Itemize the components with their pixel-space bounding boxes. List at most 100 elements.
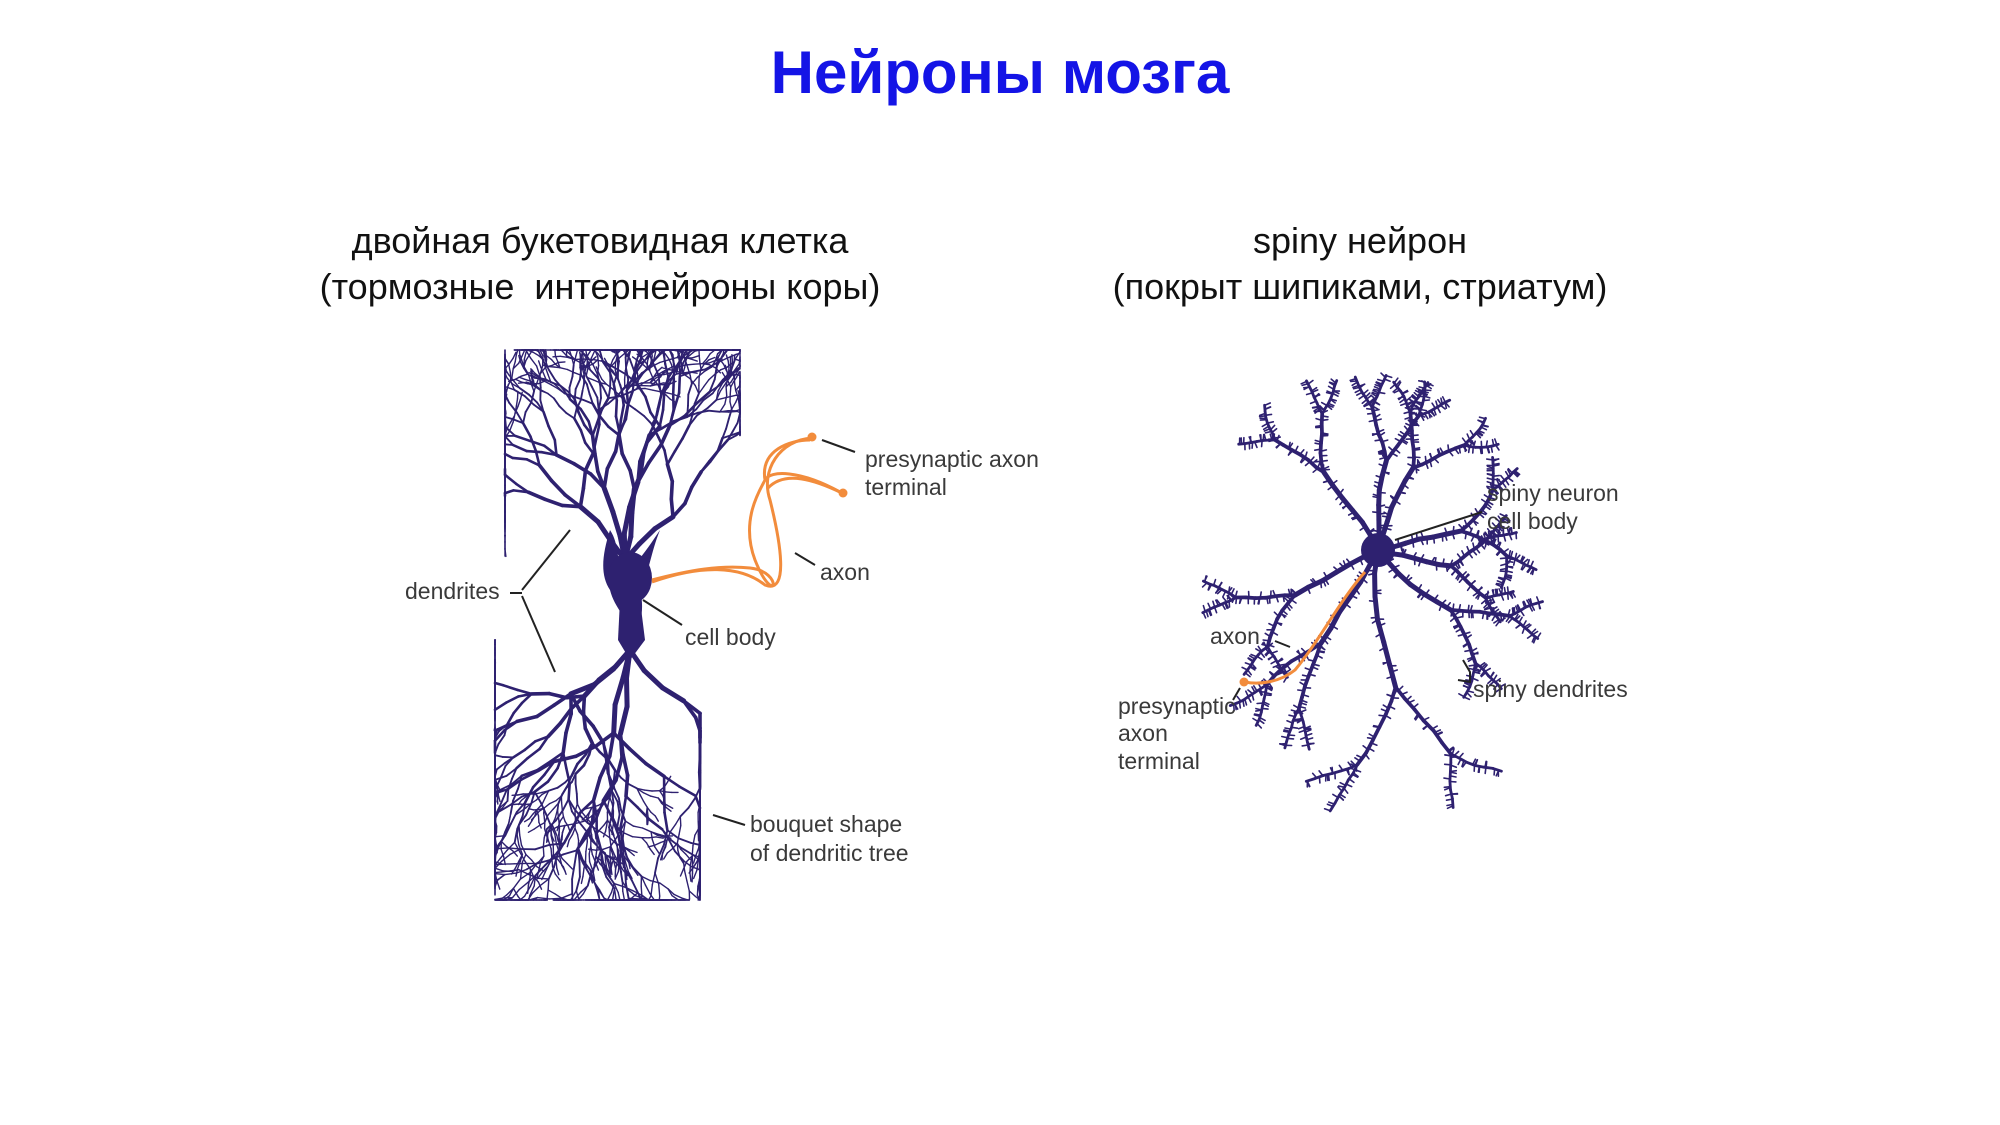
lower-dendrite-branch xyxy=(686,880,690,892)
dendritic-spine xyxy=(1469,527,1473,535)
dendritic-spine xyxy=(1515,605,1519,613)
lower-dendrite-branch xyxy=(494,871,503,874)
dendritic-spine xyxy=(1263,402,1271,407)
upper-dendrite-branch xyxy=(554,349,557,358)
lower-dendrite-branch xyxy=(550,829,553,837)
lower-dendrite-branch xyxy=(692,869,698,880)
upper-dendrite-branch xyxy=(671,377,676,396)
dendritic-spine xyxy=(1498,484,1504,491)
lower-dendrite-branch xyxy=(605,876,616,890)
lower-dendrite-branch xyxy=(560,802,563,811)
dendritic-spine xyxy=(1447,746,1455,753)
upper-dendrite-branch xyxy=(585,383,591,396)
lower-dendrite-branch xyxy=(556,781,567,789)
lower-dendrite-branch xyxy=(500,788,508,804)
dendritic-spine xyxy=(1328,381,1336,387)
dendritic-spine xyxy=(1491,438,1495,447)
upper-dendrite-branch xyxy=(691,354,701,359)
lower-dendrite-branch xyxy=(504,872,517,876)
lower-dendrite-branch xyxy=(630,879,639,894)
dendritic-spine xyxy=(1484,667,1491,673)
upper-dendrite-branch xyxy=(568,397,582,411)
upper-dendrite-branch xyxy=(661,349,667,365)
upper-dendrite-branch xyxy=(526,373,536,379)
dendritic-spine xyxy=(1406,401,1414,407)
upper-dendrite-branch xyxy=(525,381,533,385)
left-caption: двойная букетовидная клетка (тормозные и… xyxy=(240,218,960,310)
upper-dendrite-branch xyxy=(646,351,653,359)
upper-dendrite-branch xyxy=(544,366,549,376)
upper-dendrite-branch xyxy=(652,377,660,387)
lower-dendrite-branch xyxy=(525,853,533,861)
upper-dendrite-branch xyxy=(523,395,535,406)
upper-dendrite-branch xyxy=(664,352,670,360)
lower-dendrite-branch xyxy=(574,827,579,835)
lower-dendrite-branch xyxy=(695,847,700,857)
upper-dendrite-branch xyxy=(662,375,670,395)
dendritic-spine xyxy=(1259,434,1262,442)
upper-dendrite-branch xyxy=(573,417,583,432)
lower-dendrite-branch xyxy=(496,793,500,803)
upper-dendrite-branch xyxy=(700,363,706,370)
dendritic-spine xyxy=(1325,391,1334,395)
upper-dendrite-branch xyxy=(609,371,615,386)
dendritic-spine xyxy=(1493,488,1499,495)
lower-dendrite-branch xyxy=(519,834,523,846)
lower-dendrite-branch xyxy=(620,853,626,869)
lower-dendrite-branch xyxy=(516,814,524,830)
dendritic-spine xyxy=(1264,413,1273,417)
lower-dendrite-branch xyxy=(607,861,611,871)
lower-dendrite-branch xyxy=(535,793,543,801)
lower-dendrite-branch xyxy=(527,892,534,901)
dendritic-spine xyxy=(1451,531,1455,540)
lower-dendrite-branch xyxy=(596,828,602,835)
lower-dendrite-branch xyxy=(658,786,666,792)
lower-dendrite-branch xyxy=(653,841,662,846)
lower-dendrite-branch xyxy=(553,829,558,837)
leader-dendrites-lower xyxy=(521,595,556,673)
dendritic-spine xyxy=(1466,691,1472,698)
upper-dendrite-branch xyxy=(624,401,637,411)
lower-dendrite-branch xyxy=(611,829,615,837)
lower-dendrite-branch xyxy=(624,675,630,709)
dendritic-spine xyxy=(1374,383,1382,388)
dendritic-spine xyxy=(1311,405,1320,409)
lower-dendrite-branch xyxy=(550,834,554,846)
dendritic-spine xyxy=(1466,584,1472,592)
upper-dendrite-branch xyxy=(565,412,576,420)
dendritic-spine xyxy=(1500,562,1508,567)
dendritic-spine xyxy=(1368,419,1376,423)
upper-dendrite-branch xyxy=(689,470,703,489)
lower-dendrite-branch xyxy=(531,815,536,822)
lower-dendrite-branch xyxy=(556,810,560,821)
upper-dendrite-branch xyxy=(504,368,510,376)
dendritic-spine xyxy=(1455,627,1463,633)
lower-dendrite-branch xyxy=(562,815,566,823)
upper-dendrite-branch xyxy=(542,372,547,380)
lower-dendrite-branch xyxy=(506,788,510,802)
lower-dendrite-branch xyxy=(526,747,541,760)
dendritic-spine xyxy=(1399,543,1404,552)
dendritic-spine xyxy=(1505,556,1514,561)
dendritic-spine xyxy=(1466,690,1475,694)
lower-dendrite-branch xyxy=(541,790,550,794)
upper-dendrite-branch xyxy=(547,392,555,399)
lower-dendrite-branch xyxy=(591,804,600,809)
upper-dendrite-branch xyxy=(504,386,515,391)
upper-dendrite-branch xyxy=(725,381,732,388)
spiny-dendrite-branch xyxy=(1263,403,1267,413)
upper-dendrite-branch xyxy=(689,350,696,356)
dendritic-spine xyxy=(1481,508,1488,515)
dendritic-spine xyxy=(1496,525,1504,530)
upper-dendrite-branch xyxy=(668,349,674,356)
lower-dendrite-branch xyxy=(685,853,691,861)
upper-dendrite-branch xyxy=(574,359,584,365)
lower-dendrite-branch xyxy=(561,824,566,834)
lower-dendrite-branch xyxy=(535,703,556,719)
lower-dendrite-branch xyxy=(533,780,550,794)
lower-dendrite-branch xyxy=(592,826,596,834)
dendritic-spine xyxy=(1418,559,1422,567)
dendritic-spine xyxy=(1347,511,1355,516)
lower-dendrite-branch xyxy=(507,812,512,826)
lower-dendrite-branch xyxy=(590,833,594,842)
